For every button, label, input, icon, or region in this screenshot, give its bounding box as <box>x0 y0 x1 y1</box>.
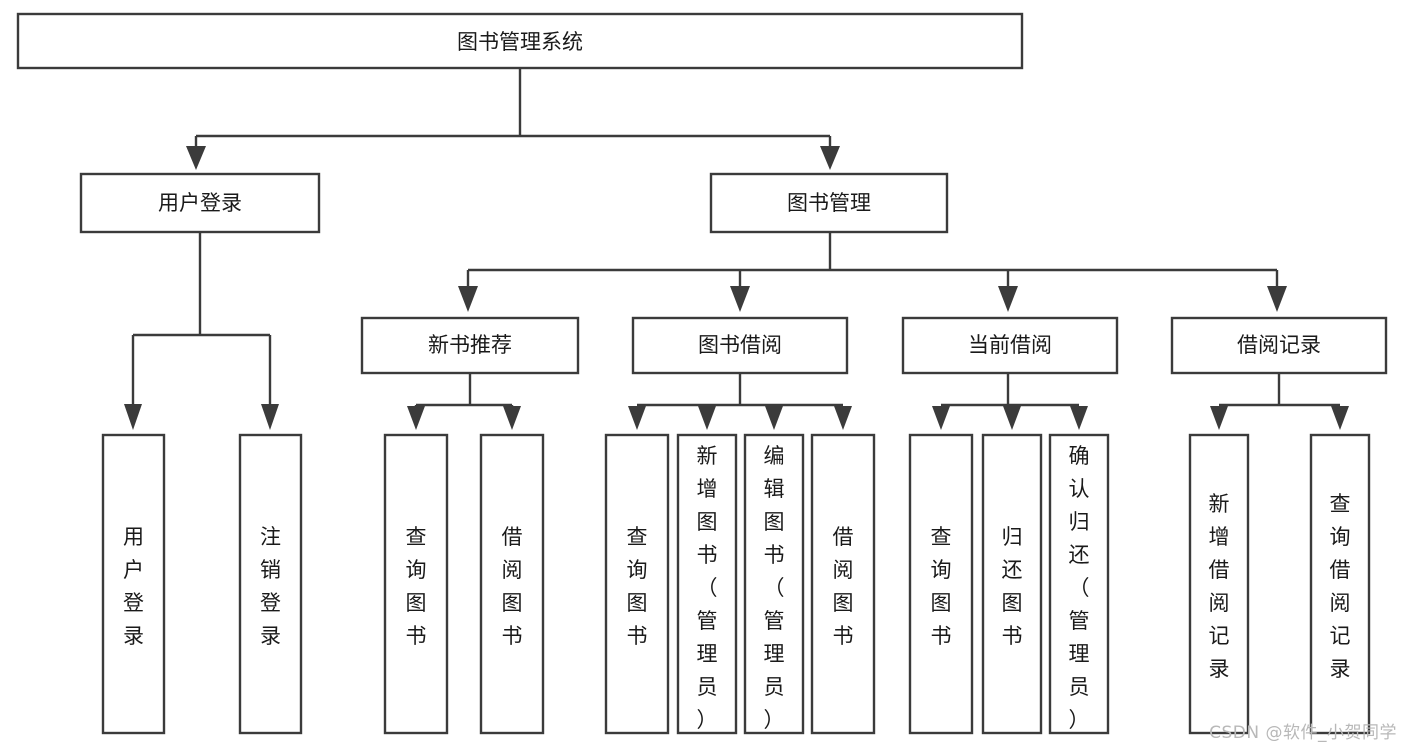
leaf-node-box-2 <box>383 433 449 735</box>
node-book-borrow[interactable]: 图书借阅 <box>631 316 849 375</box>
leaf-node-box-11 <box>1188 433 1250 735</box>
node-root-system[interactable]: 图书管理系统 <box>16 12 1024 70</box>
leaf-node-label-3: 借阅图书 <box>502 525 523 648</box>
arrow-head-leaf-borrow-book-2 <box>834 406 852 430</box>
node-book-borrow-box <box>631 316 849 375</box>
leaf-node-0[interactable]: 用户登录 <box>101 433 166 735</box>
node-root-label: 图书管理系统 <box>457 30 583 54</box>
leaf-node-8[interactable]: 查询图书 <box>908 433 974 735</box>
leaf-node-box-8 <box>908 433 974 735</box>
leaf-node-label-11: 新增借阅记录 <box>1209 492 1230 681</box>
node-new-book-recommend-box <box>360 316 580 375</box>
leaf-node-box-4 <box>604 433 670 735</box>
node-book-management[interactable]: 图书管理 <box>709 172 949 234</box>
arrow-head-leaf-query-book-1 <box>407 406 425 430</box>
arrow-head-leaf-confirm-return <box>1070 406 1088 430</box>
arrow-head-leaf-query-book-2 <box>628 406 646 430</box>
node-root-box <box>16 12 1024 70</box>
leaf-node-box-3 <box>479 433 545 735</box>
arrow-head-leaf-query-book-3 <box>932 406 950 430</box>
connector-layer <box>124 68 1349 430</box>
node-user-login-box <box>79 172 321 234</box>
arrow-head-user-login <box>186 146 206 170</box>
node-current-borrow-box <box>901 316 1119 375</box>
node-borrow-record-box <box>1170 316 1388 375</box>
leaf-node-11[interactable]: 新增借阅记录 <box>1188 433 1250 735</box>
arrow-head-record <box>1267 286 1287 312</box>
leaf-node-box-9 <box>981 433 1043 735</box>
leaf-node-label-1: 注销登录 <box>260 525 281 648</box>
arrow-head-leaf-add-book <box>698 406 716 430</box>
node-borrow-record-label: 借阅记录 <box>1237 333 1321 357</box>
leaf-node-5[interactable]: 新增图书（管理员） <box>676 433 738 735</box>
leaf-node-label-0: 用户登录 <box>123 525 144 648</box>
node-new-book-recommend-label: 新书推荐 <box>428 333 512 357</box>
leaf-node-label-7: 借阅图书 <box>833 525 854 648</box>
leaf-node-box-12 <box>1309 433 1371 735</box>
leaf-node-box-10 <box>1048 433 1110 735</box>
node-borrow-record[interactable]: 借阅记录 <box>1170 316 1388 375</box>
leaf-node-3[interactable]: 借阅图书 <box>479 433 545 735</box>
node-current-borrow[interactable]: 当前借阅 <box>901 316 1119 375</box>
arrow-head-leaf-add-record <box>1210 406 1228 430</box>
node-user-login-label: 用户登录 <box>158 191 242 215</box>
node-book-management-box <box>709 172 949 234</box>
leaf-node-6[interactable]: 编辑图书（管理员） <box>743 433 805 735</box>
leaf-node-9[interactable]: 归还图书 <box>981 433 1043 735</box>
leaf-node-7[interactable]: 借阅图书 <box>810 433 876 735</box>
leaf-node-label-12: 查询借阅记录 <box>1330 492 1351 681</box>
leaf-node-box-7 <box>810 433 876 735</box>
leaf-node-label-8: 查询图书 <box>931 525 952 648</box>
arrow-head-borrow <box>730 286 750 312</box>
arrow-head-leaf-user-logout <box>261 404 279 430</box>
leaf-node-label-6: 编辑图书（管理员） <box>764 444 785 732</box>
leaf-node-10[interactable]: 确认归还（管理员） <box>1048 433 1110 735</box>
leaf-node-layer: 用户登录 注销登录 查询图书 借阅图书 查询图书 新增图书（管理员） 编辑图书（管理员） 借阅… <box>101 433 1371 735</box>
leaf-node-label-5: 新增图书（管理员） <box>697 444 718 732</box>
arrow-head-book-mgmt <box>820 146 840 170</box>
leaf-node-box-0 <box>101 433 166 735</box>
leaf-node-label-10: 确认归还（管理员） <box>1069 444 1090 732</box>
leaf-node-12[interactable]: 查询借阅记录 <box>1309 433 1371 735</box>
node-user-login[interactable]: 用户登录 <box>79 172 321 234</box>
arrow-head-leaf-user-login <box>124 404 142 430</box>
node-new-book-recommend[interactable]: 新书推荐 <box>360 316 580 375</box>
leaf-node-2[interactable]: 查询图书 <box>383 433 449 735</box>
leaf-node-label-2: 查询图书 <box>406 525 427 648</box>
leaf-node-4[interactable]: 查询图书 <box>604 433 670 735</box>
arrow-head-current <box>998 286 1018 312</box>
leaf-node-box-5 <box>676 433 738 735</box>
node-book-borrow-label: 图书借阅 <box>698 333 782 357</box>
leaf-node-label-4: 查询图书 <box>627 525 648 648</box>
leaf-node-1[interactable]: 注销登录 <box>238 433 303 735</box>
arrow-head-leaf-return-book <box>1003 406 1021 430</box>
arrow-head-leaf-query-record <box>1331 406 1349 430</box>
leaf-node-box-6 <box>743 433 805 735</box>
arrow-head-leaf-edit-book <box>765 406 783 430</box>
arrow-head-newbook <box>458 286 478 312</box>
arrow-head-leaf-borrow-book-1 <box>503 406 521 430</box>
leaf-node-box-1 <box>238 433 303 735</box>
node-current-borrow-label: 当前借阅 <box>968 333 1052 357</box>
node-book-management-label: 图书管理 <box>787 191 871 215</box>
leaf-node-label-9: 归还图书 <box>1002 525 1023 648</box>
